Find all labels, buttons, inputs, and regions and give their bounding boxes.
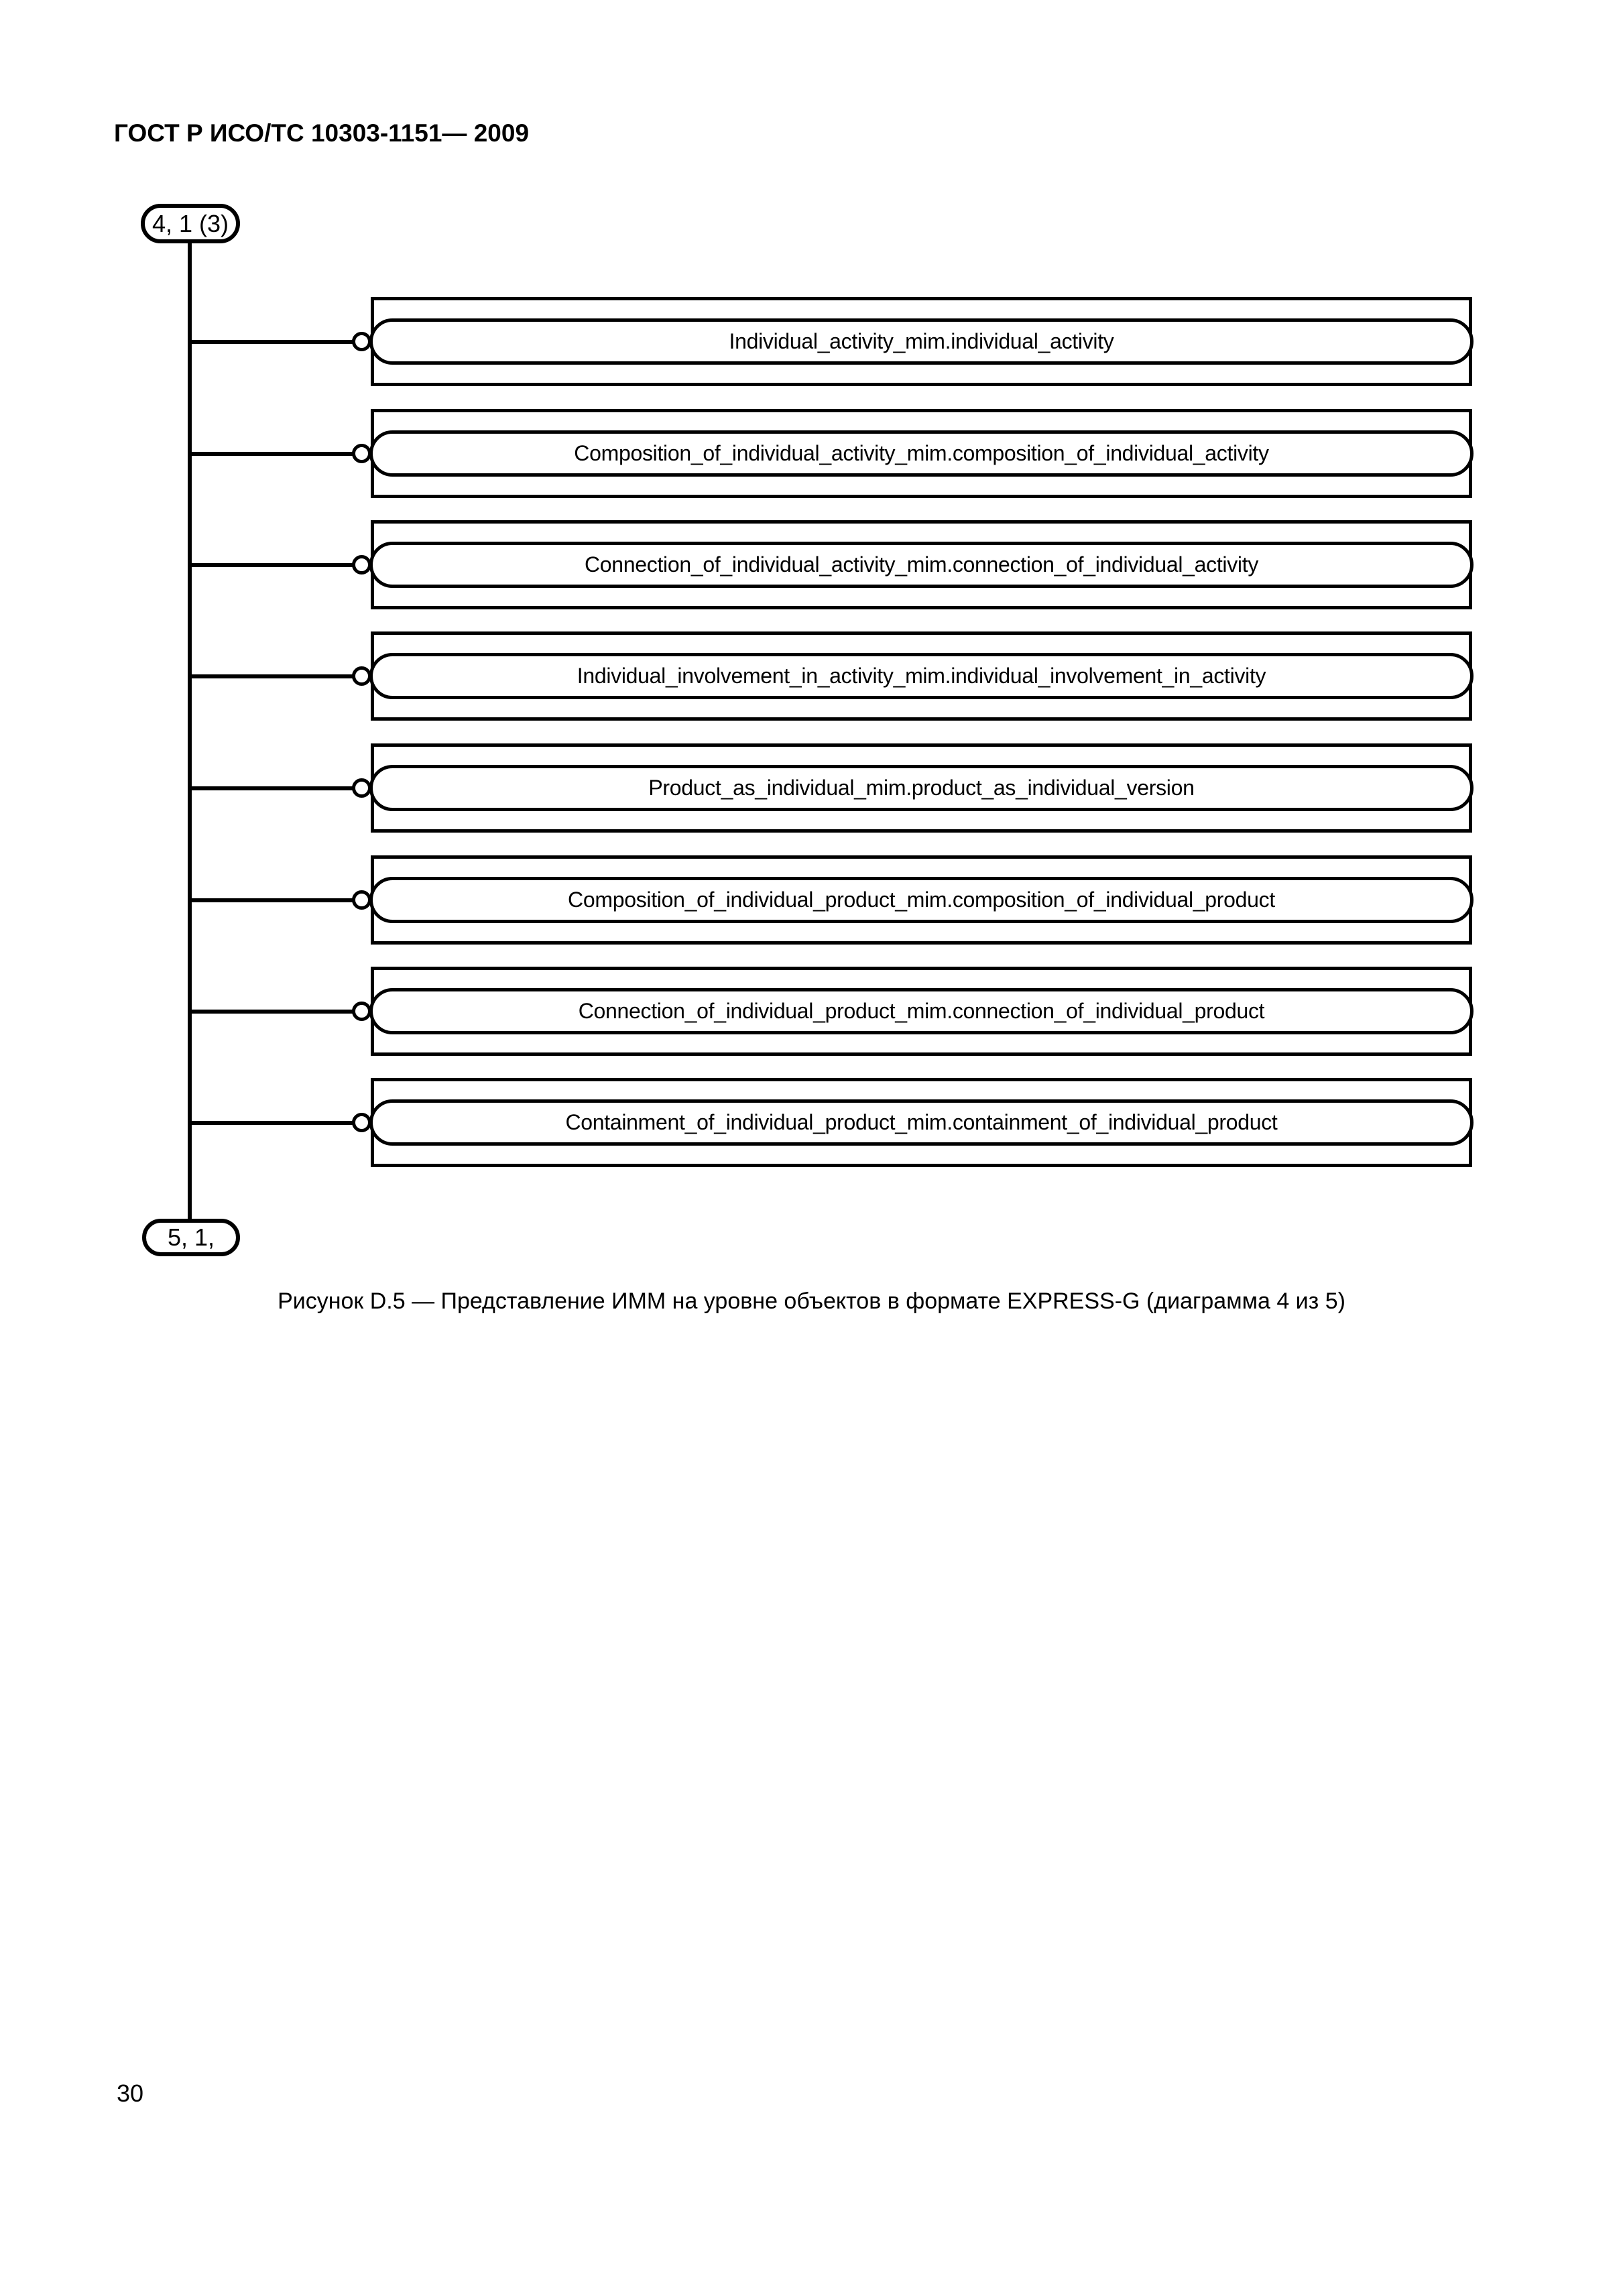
schema-ref-box: Composition_of_individual_product_mim.co…: [369, 855, 1474, 945]
branch-line: [188, 674, 356, 678]
schema-ref-box: Containment_of_individual_product_mim.co…: [369, 1078, 1474, 1167]
connector-circle: [352, 890, 371, 910]
connector-circle: [352, 666, 371, 686]
schema-ref-box: Connection_of_individual_product_mim.con…: [369, 967, 1474, 1056]
branch-line: [188, 563, 356, 567]
schema-ref-row: Connection_of_individual_product_mim.con…: [0, 967, 1623, 1056]
schema-ref-label: Connection_of_individual_activity_mim.co…: [369, 542, 1474, 588]
document-header: ГОСТ Р ИСО/ТС 10303-1151— 2009: [114, 119, 530, 147]
schema-ref-row: Individual_activity_mim.individual_activ…: [0, 297, 1623, 386]
page-ref-entry-oval: 4, 1 (3): [141, 204, 240, 243]
schema-ref-row: Individual_involvement_in_activity_mim.i…: [0, 631, 1623, 721]
trunk-line: [188, 242, 192, 1219]
connector-circle: [352, 332, 371, 351]
figure-caption: Рисунок D.5 — Представление ИММ на уровн…: [278, 1288, 1345, 1314]
schema-ref-row: Composition_of_individual_product_mim.co…: [0, 855, 1623, 945]
connector-circle: [352, 1113, 371, 1132]
schema-ref-box: Individual_involvement_in_activity_mim.i…: [369, 631, 1474, 721]
page-ref-exit-oval: 5, 1,: [142, 1219, 240, 1256]
schema-ref-box: Product_as_individual_mim.product_as_ind…: [369, 743, 1474, 833]
branch-line: [188, 340, 356, 344]
branch-line: [188, 1121, 356, 1125]
schema-ref-row: Connection_of_individual_activity_mim.co…: [0, 520, 1623, 609]
schema-ref-label: Individual_involvement_in_activity_mim.i…: [369, 653, 1474, 699]
schema-ref-label: Product_as_individual_mim.product_as_ind…: [369, 765, 1474, 811]
schema-ref-label: Individual_activity_mim.individual_activ…: [369, 318, 1474, 365]
schema-ref-row: Composition_of_individual_activity_mim.c…: [0, 409, 1623, 498]
schema-ref-row: Containment_of_individual_product_mim.co…: [0, 1078, 1623, 1167]
connector-circle: [352, 444, 371, 463]
schema-ref-box: Composition_of_individual_activity_mim.c…: [369, 409, 1474, 498]
connector-circle: [352, 1002, 371, 1021]
schema-ref-box: Individual_activity_mim.individual_activ…: [369, 297, 1474, 386]
schema-ref-box: Connection_of_individual_activity_mim.co…: [369, 520, 1474, 609]
schema-ref-label: Connection_of_individual_product_mim.con…: [369, 988, 1474, 1034]
page-number: 30: [117, 2079, 144, 2107]
connector-circle: [352, 778, 371, 798]
branch-line: [188, 1010, 356, 1014]
connector-circle: [352, 555, 371, 575]
branch-line: [188, 898, 356, 902]
schema-ref-row: Product_as_individual_mim.product_as_ind…: [0, 743, 1623, 833]
schema-ref-label: Composition_of_individual_product_mim.co…: [369, 877, 1474, 923]
schema-ref-label: Containment_of_individual_product_mim.co…: [369, 1099, 1474, 1146]
schema-ref-label: Composition_of_individual_activity_mim.c…: [369, 430, 1474, 477]
branch-line: [188, 452, 356, 456]
branch-line: [188, 786, 356, 790]
